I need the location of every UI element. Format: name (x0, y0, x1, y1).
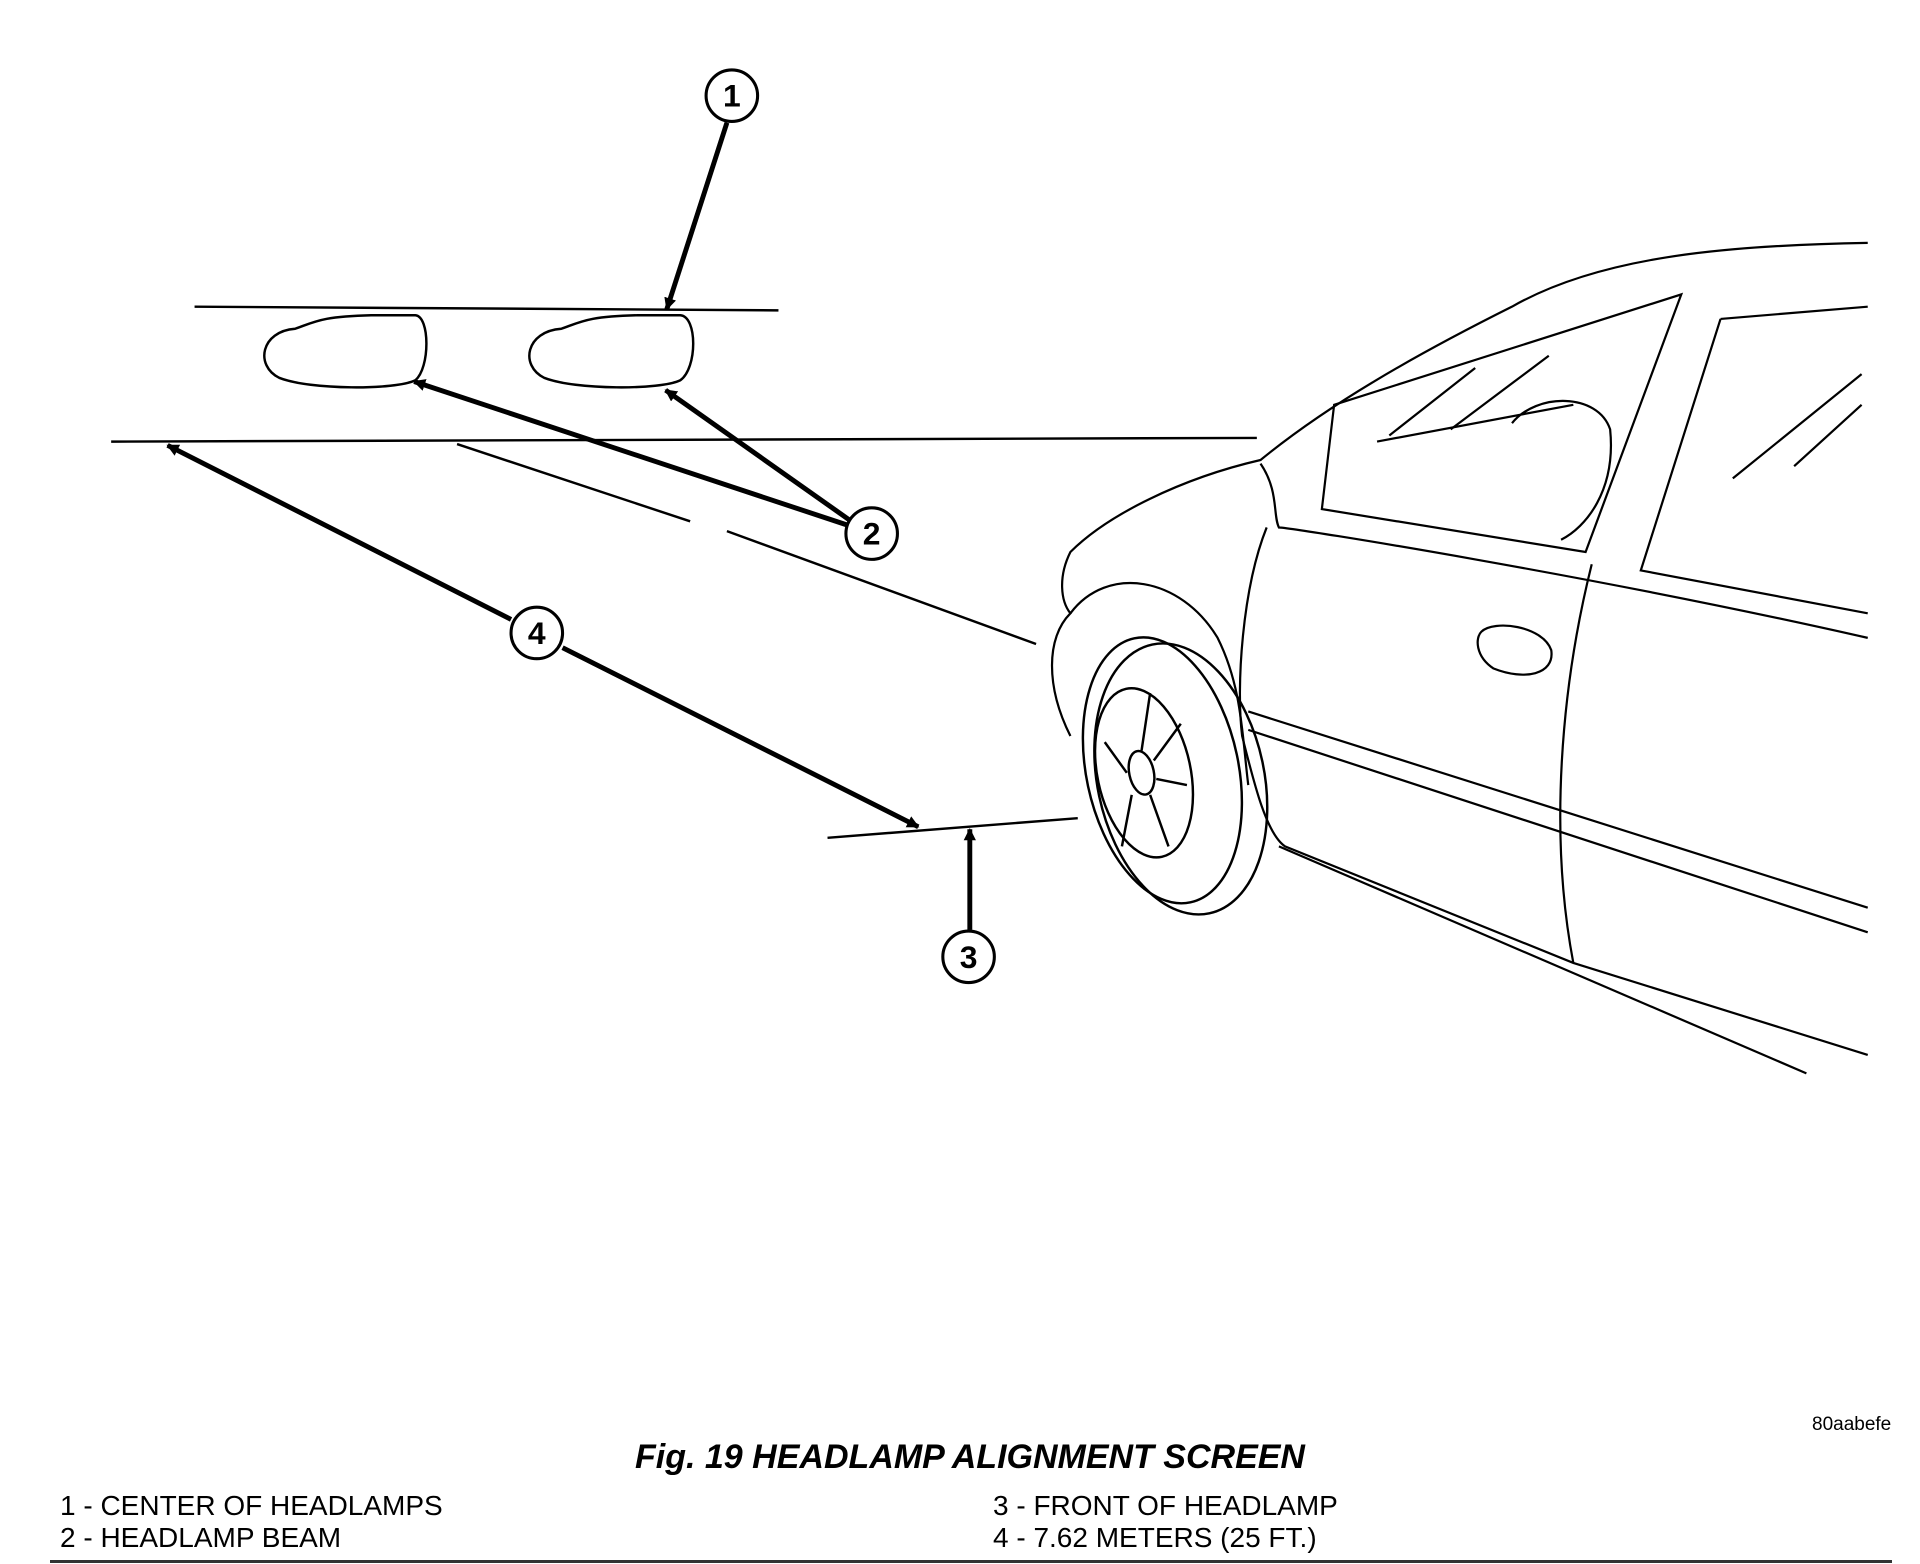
svg-text:1: 1 (723, 78, 741, 114)
bottom-rule (50, 1560, 1892, 1563)
callout-3: 3 (941, 929, 996, 985)
figure-id-code: 80aabefe (1812, 1414, 1892, 1435)
car-centerline (456, 442, 691, 523)
callout-2: 2 (844, 506, 899, 561)
svg-text:2: 2 (863, 516, 881, 552)
legend-right: 3 - FRONT OF HEADLAMP 4 - 7.62 METERS (2… (993, 1490, 1338, 1554)
legend-item-3: 3 - FRONT OF HEADLAMP (993, 1490, 1338, 1521)
legend-item-2: 2 - HEADLAMP BEAM (60, 1522, 342, 1553)
callout-1: 1 (704, 68, 760, 123)
headlamp-center-line (194, 305, 779, 312)
beam-pattern-left (263, 314, 428, 389)
legend-item-1: 1 - CENTER OF HEADLAMPS (60, 1490, 443, 1521)
front-wheel (1081, 636, 1269, 916)
floor-line (111, 436, 1257, 443)
svg-text:3: 3 (960, 939, 978, 975)
legend-item-4: 4 - 7.62 METERS (25 FT.) (993, 1522, 1317, 1553)
front-of-headlamp-line (827, 816, 1078, 840)
legend-left: 1 - CENTER OF HEADLAMPS 2 - HEADLAMP BEA… (60, 1490, 443, 1554)
callout-4: 4 (509, 605, 565, 661)
car-drawing (1050, 241, 1869, 1075)
figure-caption: Fig. 19 HEADLAMP ALIGNMENT SCREEN (635, 1438, 1305, 1476)
beam-pattern-right (528, 314, 695, 389)
svg-text:4: 4 (528, 615, 546, 651)
